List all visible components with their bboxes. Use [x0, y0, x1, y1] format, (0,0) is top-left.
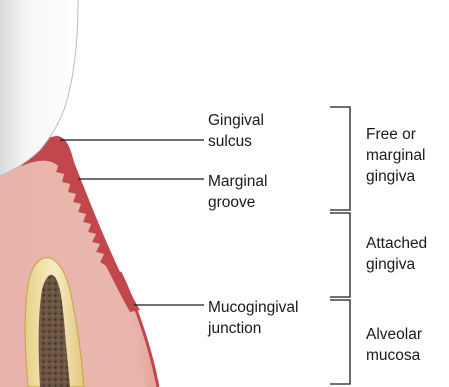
zone-attached-gingiva: Attached gingiva	[366, 233, 427, 275]
label-marginal-groove: Marginal groove	[208, 171, 267, 213]
label-mucogingival-junction: Mucogingival junction	[208, 297, 298, 339]
bracket-alveolar-mucosa	[330, 300, 350, 384]
bracket-attached-gingiva	[330, 213, 350, 297]
zone-free-marginal-gingiva: Free or marginal gingiva	[366, 124, 425, 187]
label-gingival-sulcus: Gingival sulcus	[208, 110, 264, 152]
bracket-free-gingiva	[330, 107, 350, 210]
zone-alveolar-mucosa: Alveolar mucosa	[366, 324, 422, 366]
